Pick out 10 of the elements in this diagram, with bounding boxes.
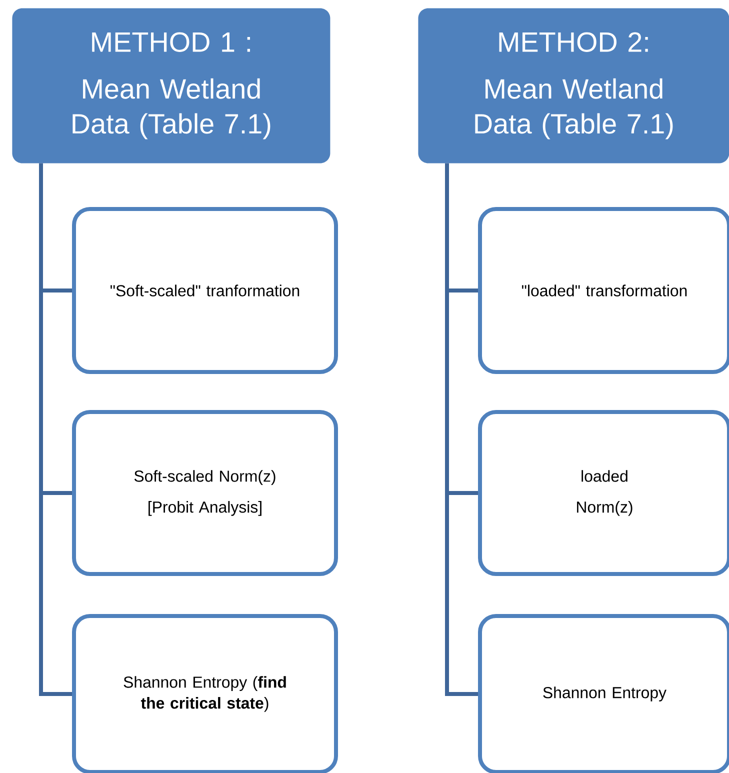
- process-box: "Soft-scaled" tranformation: [72, 207, 338, 374]
- process-box: loaded Norm(z): [478, 410, 729, 576]
- process-box: Shannon Entropy: [478, 614, 729, 773]
- header-box: METHOD 1 : Mean Wetland Data (Table 7.1): [12, 8, 330, 164]
- connector-line: [39, 163, 72, 696]
- process-box: Shannon Entropy (find the critical state): [72, 614, 338, 773]
- process-box: Soft-scaled Norm(z) [Probit Analysis]: [72, 410, 338, 576]
- process-box: "loaded" transformation: [478, 207, 729, 374]
- header-box: METHOD 2: Mean Wetland Data (Table 7.1): [418, 8, 729, 164]
- connector-line: [445, 163, 478, 696]
